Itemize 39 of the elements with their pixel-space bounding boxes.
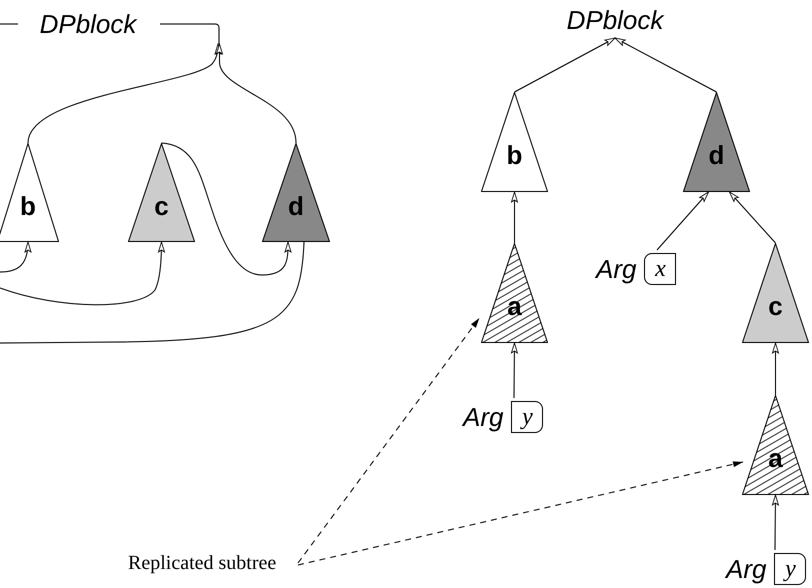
arrow [772, 494, 779, 550]
variable-box: y [511, 401, 544, 433]
arrow [511, 192, 518, 244]
variable-box: x [644, 253, 676, 285]
subtree-label: c [154, 192, 169, 218]
dashed-arrow [298, 318, 480, 564]
arrow [514, 38, 616, 92]
subtree-triangle [742, 395, 809, 495]
dashed-arrow [298, 461, 744, 566]
arrow [0, 242, 32, 272]
subtree-label: b [20, 192, 36, 218]
arrow [729, 192, 776, 244]
subtree-label: b [506, 142, 522, 168]
arrow [511, 342, 518, 398]
subtree-label: d [708, 142, 724, 168]
arrow [28, 44, 222, 144]
arrow [161, 142, 292, 276]
connector-line [0, 242, 304, 344]
arg-label: Arg [596, 256, 636, 282]
arg-label: Arg [726, 556, 766, 582]
subtree-label: d [288, 192, 304, 218]
subtree-triangle [481, 243, 548, 343]
arrow [614, 38, 717, 92]
subtree-triangle [128, 143, 195, 242]
arrow [216, 44, 296, 144]
subtree-triangle [742, 243, 809, 343]
arrow [656, 192, 709, 250]
arrow [0, 242, 165, 306]
arg-label: Arg [463, 404, 504, 430]
annotation-text: Replicated subtree [128, 553, 276, 573]
subtree-triangle [683, 92, 750, 192]
subtree-triangle [481, 92, 548, 192]
subtree-label: c [768, 293, 783, 319]
block-title: DPblock [40, 11, 136, 37]
block-title: DPblock [566, 7, 664, 33]
subtree-triangle [262, 143, 330, 242]
arrow [772, 342, 779, 396]
variable-box: y [774, 553, 806, 585]
subtree-triangle [0, 143, 59, 242]
